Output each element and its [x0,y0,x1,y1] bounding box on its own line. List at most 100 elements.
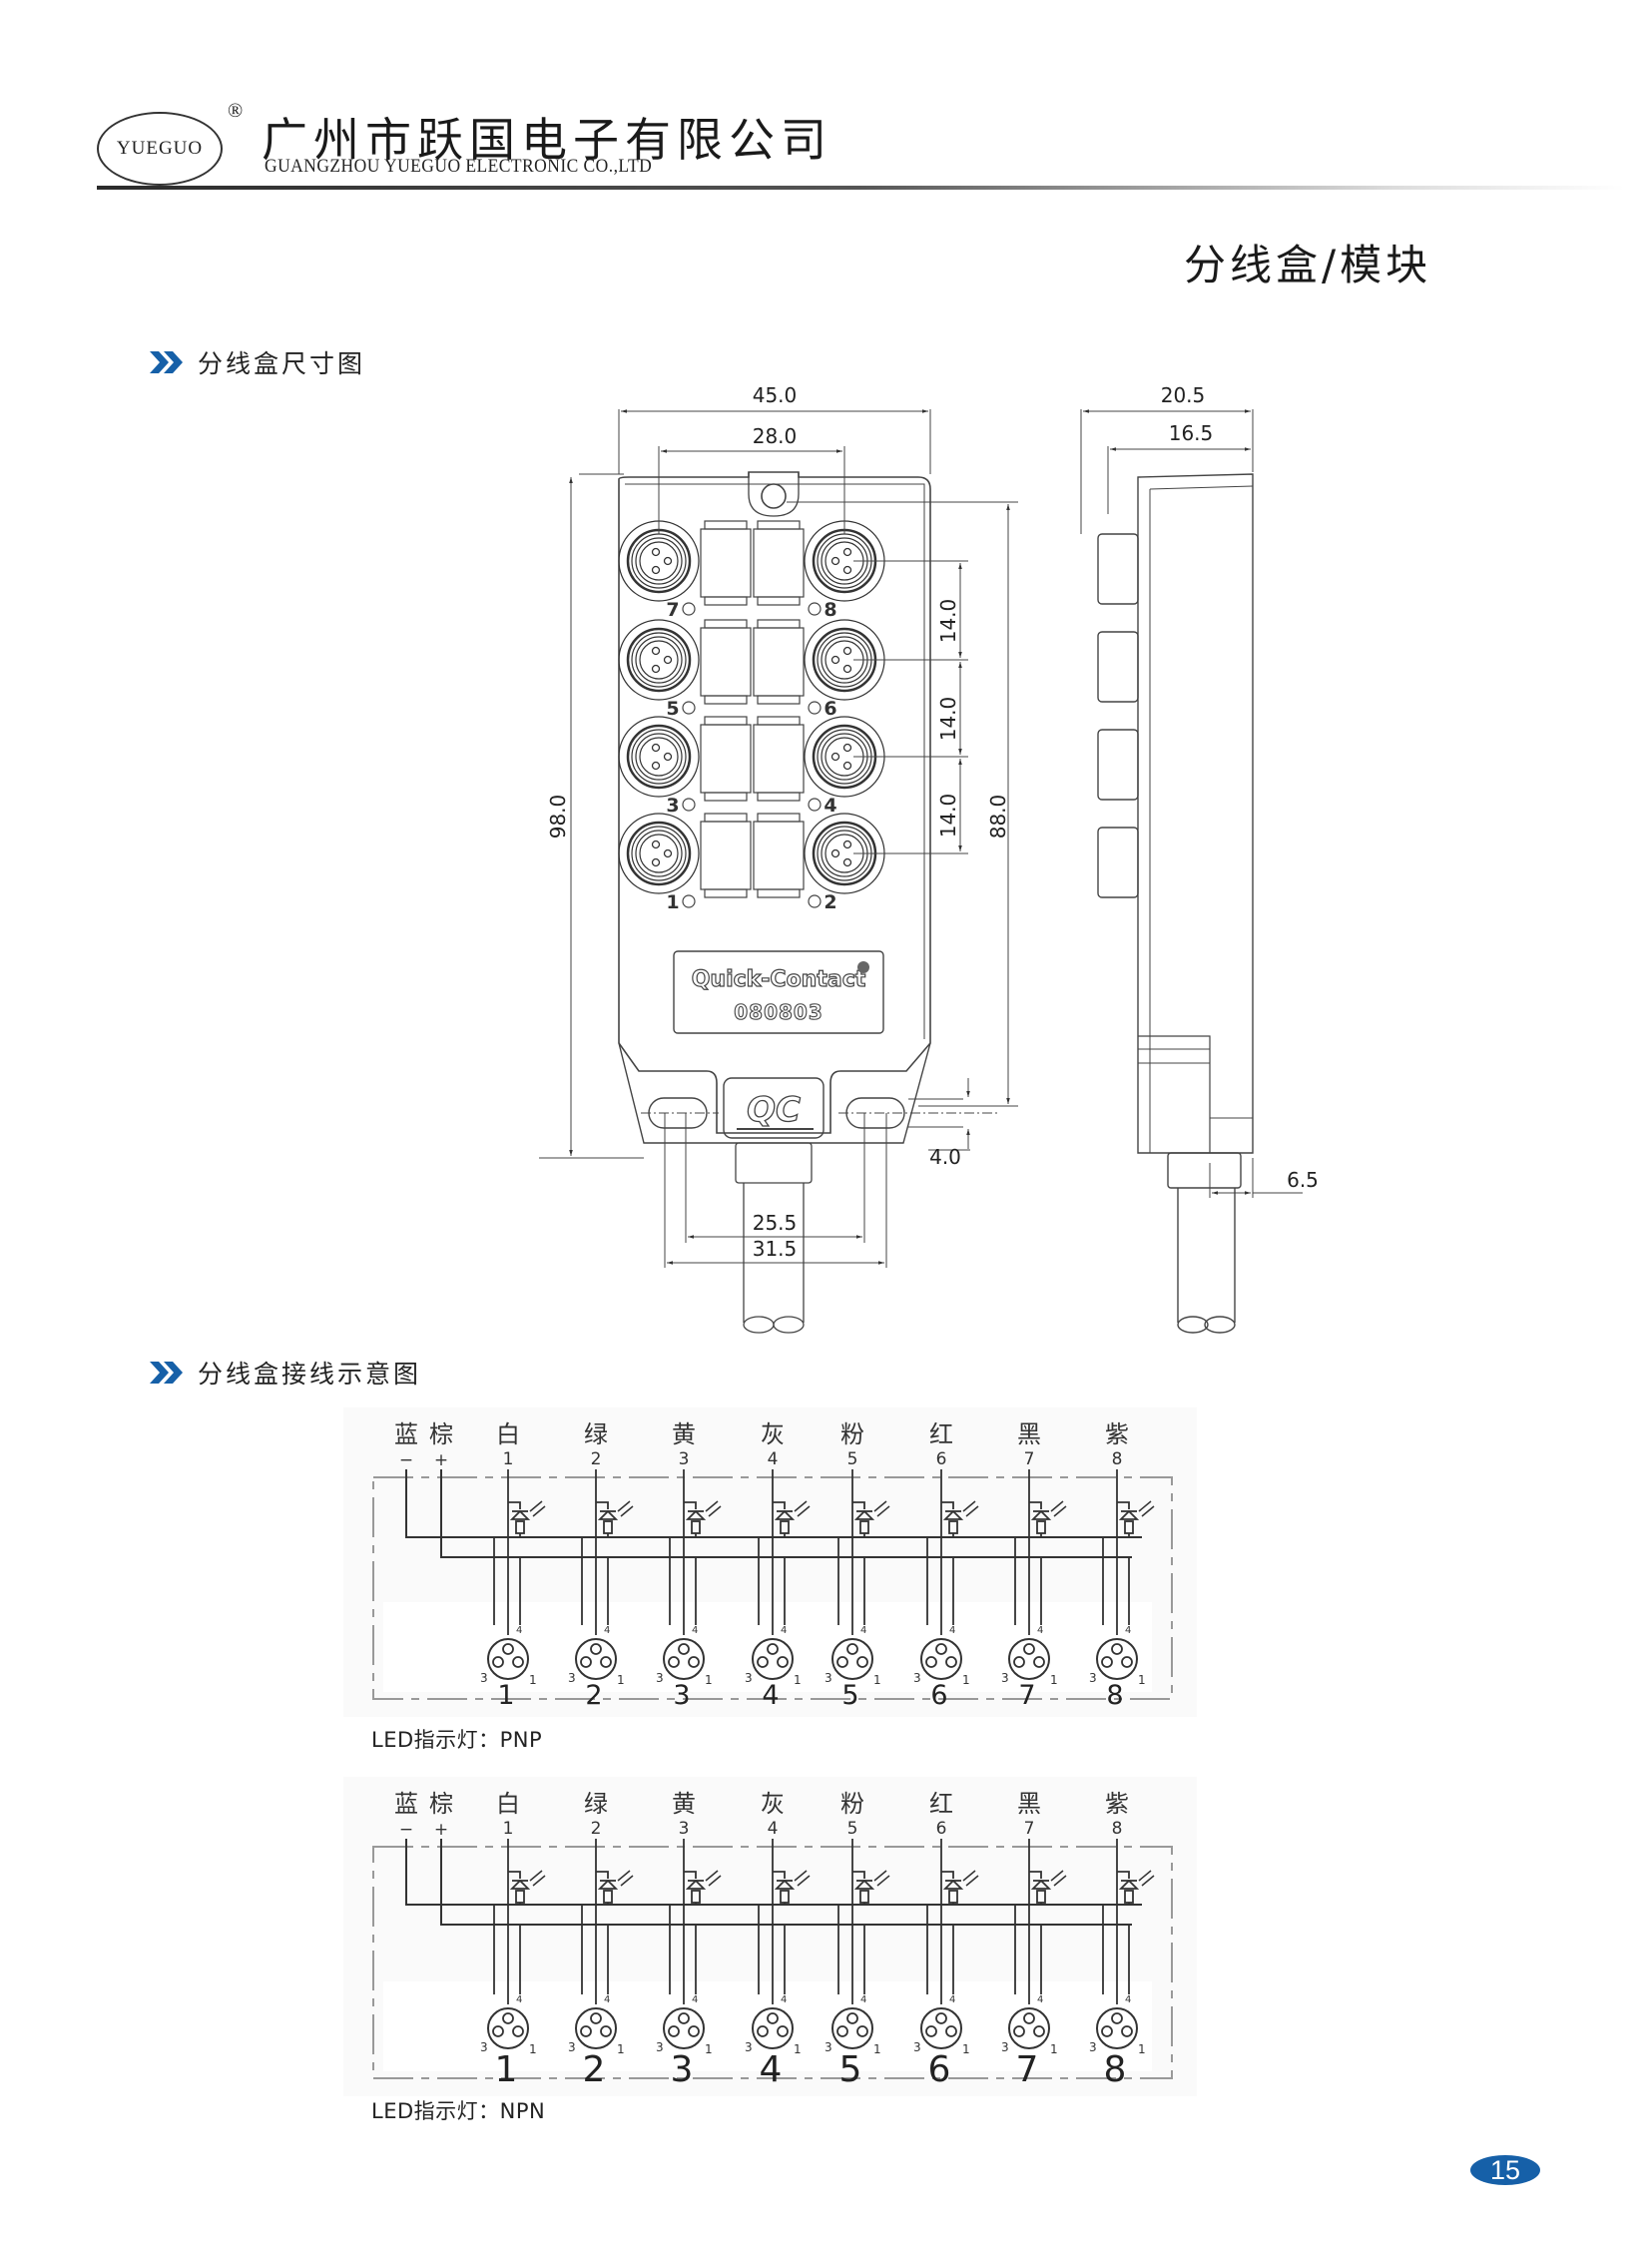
section-title: 分线盒尺寸图 [198,349,366,378]
pin-3 [925,2025,937,2037]
bus-positive [440,1839,1132,1926]
wire-color-label: 白 [496,1790,520,1818]
led-branch [941,1871,954,1879]
light-emission-icon [965,1875,979,1887]
light-emission-icon [876,1875,890,1887]
channel-circuit [487,1839,546,2049]
pin-label-left: 3 [745,1671,753,1685]
port-number: 4 [760,2049,783,2090]
connector-pin [830,752,840,762]
pin-label-right: 1 [873,1673,881,1687]
port-label: 7 [666,599,679,621]
bus-negative [405,1839,1142,1906]
page-title: 分线盒/模块 [1184,241,1432,289]
led-branch [596,1501,609,1509]
pin-1 [777,2025,789,2037]
double-chevron-right-icon [150,351,183,373]
brand-text: Quick-Contact [692,967,866,992]
connector-pin [842,761,852,771]
polarity-label: − [399,1820,413,1840]
pin-4 [678,2012,690,2024]
company-name-cn: 广州市跃国电子有限公司 [262,113,832,167]
connector-pin [651,840,661,849]
light-emission-icon [1141,1875,1155,1887]
led-window [753,821,805,890]
pin-label-top: 4 [781,1625,787,1636]
led-diode-icon [597,1509,619,1520]
wire-color-label: 黑 [1017,1790,1041,1818]
connector-face-icon [1008,2007,1050,2049]
led-branch [941,1501,954,1509]
wire-color-label: 棕 [429,1790,453,1818]
pin-4 [1023,2012,1035,2024]
pin-label-left: 3 [1089,1671,1097,1685]
pin-1 [1121,1656,1133,1668]
light-emission-icon [1053,1505,1067,1517]
channel-circuit [831,1839,890,2049]
led-diode-icon [774,1509,796,1520]
m8-connector [618,813,700,894]
pin-1 [1033,2025,1045,2037]
connector-face-icon [1096,2007,1138,2049]
port-number: 4 [762,1680,779,1711]
light-emission-icon [617,1500,631,1512]
connector-face-icon [575,2007,617,2049]
company-logo: YUEGUO [97,112,223,186]
connector-ring [639,737,679,777]
port-label: 4 [824,795,836,817]
light-emission-icon [962,1500,976,1512]
connector-face-icon [1008,1638,1050,1680]
wire-pin-number: 2 [591,1449,602,1469]
pin-label-left: 3 [656,2040,664,2054]
led-branch [684,1501,697,1509]
port-number: 6 [928,2049,951,2090]
light-emission-icon [1138,1500,1152,1512]
pin-label-left: 3 [480,2040,488,2054]
led-indicator [808,701,822,715]
window-cap [704,619,748,629]
led-window [753,528,805,598]
pin-label-right: 1 [617,2042,625,2056]
dim-slot-outer: 31.5 [753,1237,798,1261]
connector-ring [639,640,679,680]
wire-pin-number: 1 [503,1819,514,1839]
port-number: 5 [839,2049,862,2090]
led-window [700,627,752,697]
wire-pin-number: 3 [679,1819,690,1839]
connector-pin [842,857,852,867]
section-heading-wiring: 分线盒接线示意图 [150,1355,421,1391]
wire-color-label: 红 [929,1420,953,1448]
channel-circuit [1096,1469,1155,1680]
connector-pin [663,655,673,665]
pin-4 [846,1643,858,1655]
light-emission-icon [529,1500,543,1512]
wiring-caption-npn: LED指示灯：NPN [371,2099,546,2123]
pin-label-right: 1 [1138,2042,1146,2056]
pin-4 [935,2012,947,2024]
pin-label-top: 4 [516,1625,522,1636]
channel-circuit [920,1469,979,1680]
window-cap [704,596,748,606]
connector-pin [663,848,673,858]
light-emission-icon [1050,1870,1064,1882]
pin-label-left: 3 [1001,2040,1009,2054]
pin-label-top: 4 [949,1625,955,1636]
model-number: 080803 [734,1000,824,1024]
channel-circuit [1096,1839,1155,2049]
channel-circuit [920,1839,979,2049]
connector-ring [626,627,692,693]
wire-color-label: 蓝 [394,1420,418,1448]
wire-pin-number: 3 [679,1449,690,1469]
connector-ring [631,729,687,785]
pin-label-top: 4 [1125,1625,1131,1636]
light-emission-icon [794,1870,808,1882]
pin-label-right: 1 [962,1673,970,1687]
pin-3 [668,2025,680,2037]
port-number: 1 [495,2049,518,2090]
connector-pin [663,556,673,566]
pin-label-right: 1 [1050,1673,1058,1687]
dim-body-depth: 16.5 [1169,421,1214,445]
window-cap [757,596,801,606]
connector-face-icon [831,2007,873,2049]
